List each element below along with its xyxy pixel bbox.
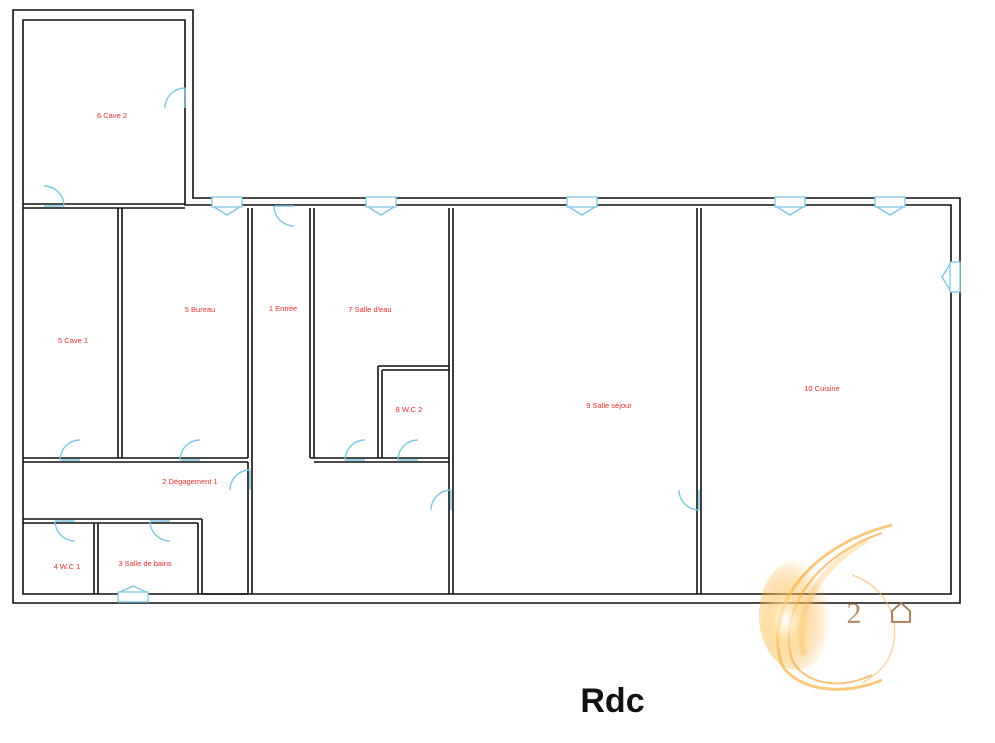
- window-salle-bains: [117, 585, 149, 603]
- room-label-salle-eau: 7 Salle d'eau: [348, 305, 391, 314]
- door-wc1[interactable]: [54, 520, 76, 542]
- door-cave2[interactable]: [164, 87, 186, 109]
- door-sejour[interactable]: [430, 489, 452, 511]
- floor-level-title: Rdc: [580, 682, 645, 720]
- door-bureau[interactable]: [179, 439, 201, 461]
- agency-logo: 2: [759, 523, 911, 691]
- door-degagement[interactable]: [229, 469, 251, 491]
- room-label-cuisine: 10 Cuisine: [804, 384, 839, 393]
- window-cuisine-side: [941, 261, 961, 293]
- room-labels: 6 Cave 2 5 Cave 1 5 Bureau 1 Entrée 7 Sa…: [54, 111, 840, 571]
- door-cave1-top[interactable]: [43, 185, 65, 207]
- door-cave1-bottom[interactable]: [59, 439, 81, 461]
- room-label-cave2: 6 Cave 2: [97, 111, 127, 120]
- room-label-degagement: 2 Dégagement 1: [162, 477, 217, 486]
- interior-walls: [23, 203, 702, 595]
- logo-digit: 2: [847, 597, 862, 630]
- windows: [117, 196, 961, 603]
- room-label-cave1: 5 Cave 1: [58, 336, 88, 345]
- room-label-wc1: 4 W.C 1: [54, 562, 81, 571]
- house-icon: [891, 601, 911, 623]
- room-label-entree: 1 Entrée: [269, 304, 297, 313]
- logo-swirl: [759, 523, 896, 691]
- room-label-bureau: 5 Bureau: [185, 305, 215, 314]
- room-label-sejour: 9 Salle séjour: [586, 401, 632, 410]
- window-salle-eau: [365, 196, 397, 216]
- window-bureau: [211, 196, 243, 216]
- room-label-wc2: 8 W.C 2: [396, 405, 423, 414]
- door-salle-eau[interactable]: [344, 439, 366, 461]
- window-cuisine-1: [774, 196, 806, 216]
- outer-walls: [12, 9, 961, 604]
- doors: [43, 87, 700, 542]
- room-label-salle-bains: 3 Salle de bains: [118, 559, 172, 568]
- door-wc2[interactable]: [397, 439, 419, 461]
- window-sejour: [566, 196, 598, 216]
- door-salle-bains[interactable]: [149, 520, 171, 542]
- door-cuisine[interactable]: [678, 489, 700, 511]
- window-cuisine-2: [874, 196, 906, 216]
- door-entree-top[interactable]: [273, 205, 295, 227]
